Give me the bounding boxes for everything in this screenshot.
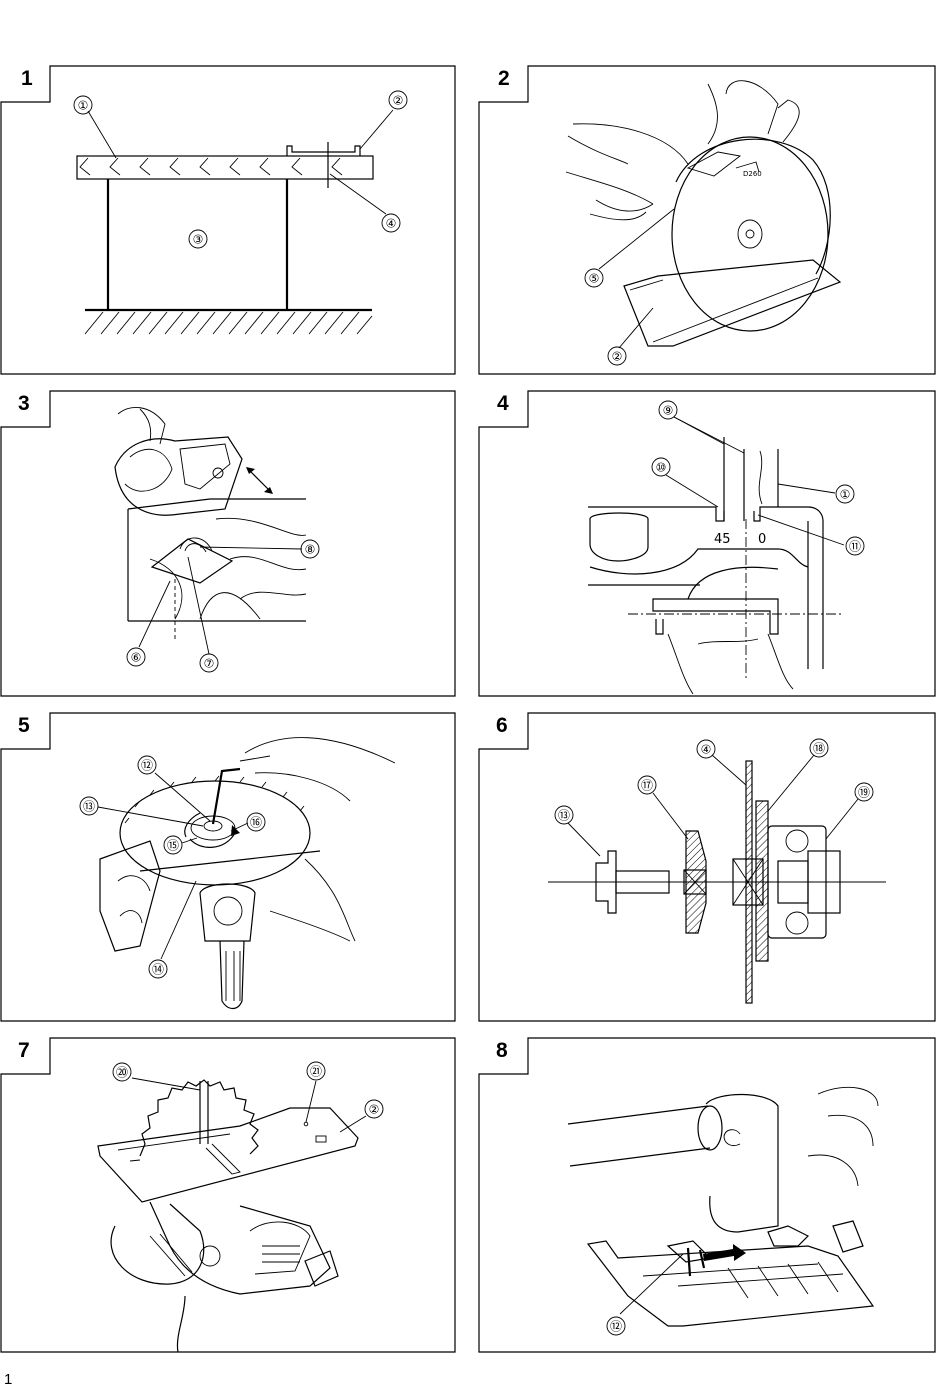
figure-2-number: 2 (498, 67, 510, 90)
callout-1-4: ④ (386, 217, 397, 231)
callout-4-1: ① (840, 488, 851, 502)
figure-1-number: 1 (21, 67, 33, 90)
figure-3-number: 3 (18, 392, 30, 415)
callout-6-13: ⑬ (558, 809, 570, 823)
figure-8-drawing: ⑫ (478, 1037, 936, 1353)
figure-4: 45 0 ⑨ ⑩ ① ⑪ 4 (478, 389, 936, 698)
callout-4-10: ⑩ (656, 461, 667, 475)
callout-1-2: ② (393, 94, 404, 108)
figure-6-drawing: ④ ⑱ ⑰ ⑲ ⑬ (478, 712, 936, 1022)
figure-7-number: 7 (18, 1039, 30, 1062)
figure-5: ⑫ ⑬ ⑯ ⑮ ⑭ 5 (0, 711, 456, 1023)
figure-7: ⑳ ㉑ ② 7 (0, 1036, 456, 1354)
callout-2-2: ② (612, 350, 623, 364)
callout-7-2: ② (369, 1103, 380, 1117)
callout-7-21: ㉑ (310, 1065, 322, 1079)
callout-4-9: ⑨ (663, 404, 674, 418)
callout-8-12: ⑫ (610, 1320, 622, 1334)
callout-6-17: ⑰ (641, 779, 653, 793)
callout-5-14: ⑭ (152, 963, 164, 977)
callout-1-1: ① (78, 99, 89, 113)
figure-8-number: 8 (496, 1039, 508, 1062)
figure-6-number: 6 (496, 714, 508, 737)
figure-1: ① ② ③ ④ 1 (0, 64, 456, 376)
callout-6-4: ④ (701, 743, 712, 757)
figure-4-drawing: 45 0 ⑨ ⑩ ① ⑪ (478, 390, 936, 697)
figure-5-drawing: ⑫ ⑬ ⑯ ⑮ ⑭ (0, 712, 456, 1022)
figure-6: ④ ⑱ ⑰ ⑲ ⑬ 6 (478, 711, 936, 1023)
callout-1-3: ③ (193, 233, 204, 247)
callout-2-5: ⑤ (589, 272, 600, 286)
figure-1-drawing: ① ② ③ ④ (0, 65, 456, 375)
callout-5-15: ⑮ (167, 839, 179, 853)
figure-2: D260 ⑤ ② 2 (478, 64, 936, 376)
callout-7-20: ⑳ (116, 1066, 128, 1080)
scale-0-label: 0 (758, 532, 766, 547)
figure-8: ⑫ 8 (478, 1036, 936, 1354)
callout-5-13: ⑬ (83, 800, 95, 814)
callout-3-7: ⑦ (204, 657, 215, 671)
figure-5-number: 5 (18, 714, 30, 737)
callout-5-12: ⑫ (141, 759, 153, 773)
callout-3-8: ⑧ (305, 543, 316, 557)
callout-6-18: ⑱ (813, 742, 825, 756)
scale-45-label: 45 (714, 532, 731, 547)
callout-5-16: ⑯ (250, 816, 262, 830)
callout-3-6: ⑥ (131, 651, 142, 665)
page-number: 1 (4, 1371, 13, 1388)
figure-3-drawing: ⑧ ⑥ ⑦ (0, 390, 456, 697)
figure-2-rotation-mark: D260 (743, 170, 762, 178)
figure-7-drawing: ⑳ ㉑ ② (0, 1037, 456, 1353)
figure-2-drawing: D260 ⑤ ② (478, 65, 936, 375)
figure-3: ⑧ ⑥ ⑦ 3 (0, 389, 456, 698)
callout-4-11: ⑪ (849, 540, 861, 554)
callout-6-19: ⑲ (858, 786, 870, 800)
figure-4-number: 4 (497, 392, 509, 415)
